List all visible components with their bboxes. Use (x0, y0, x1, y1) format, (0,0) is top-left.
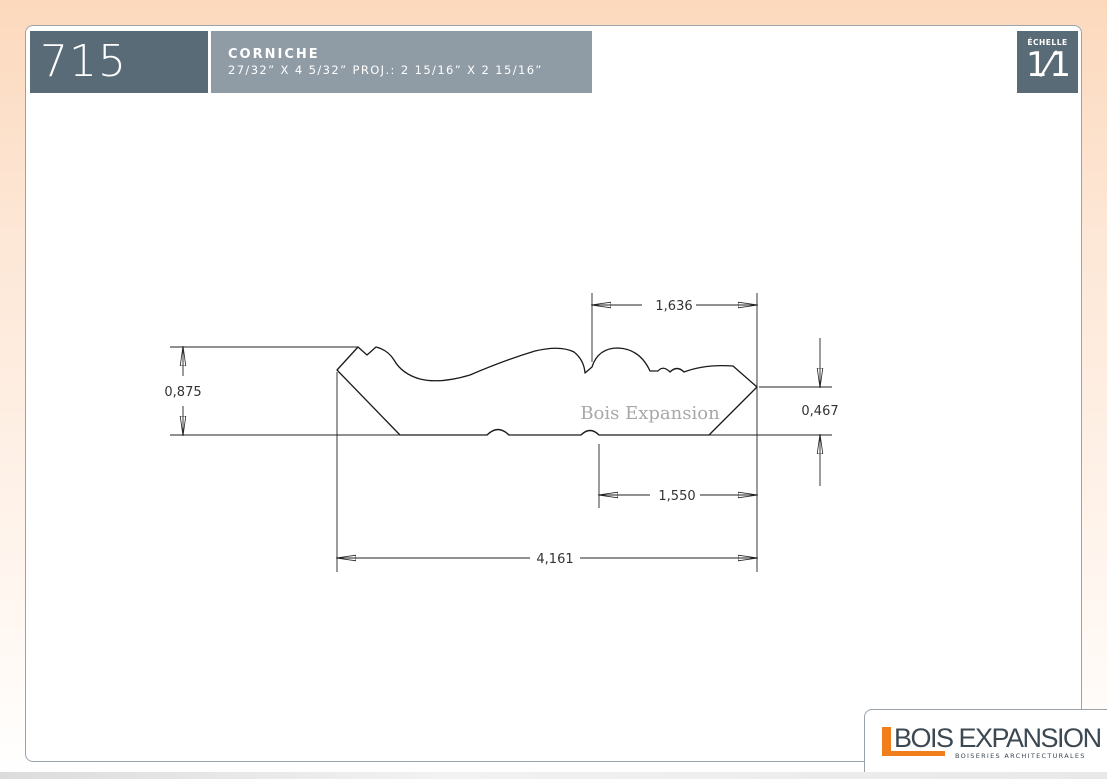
bottom-strip (0, 772, 1107, 779)
dim-bottom-width: 1,550 (658, 489, 695, 504)
logo-accent-underbar (882, 751, 945, 756)
scale-value: 1⁄1 (1026, 45, 1071, 85)
scale-label: ÉCHELLE (1027, 38, 1068, 47)
product-code: 715 (30, 31, 208, 93)
dim-right-height: 0,467 (801, 404, 838, 419)
logo-tab (864, 709, 1107, 779)
dim-left-height: 0,875 (164, 385, 201, 400)
title-block: CORNICHE 27/32” X 4 5/32” PROJ.: 2 15/16… (211, 31, 592, 93)
dim-overall-width: 4,161 (536, 552, 573, 567)
dimension-lines (183, 305, 820, 558)
dim-top-width: 1,636 (655, 299, 692, 314)
scale-box: ÉCHELLE 1⁄1 (1017, 31, 1078, 93)
moulding-profile (336, 346, 758, 436)
product-dimensions: 27/32” X 4 5/32” PROJ.: 2 15/16” X 2 15/… (228, 63, 543, 77)
logo-accent-bar (882, 727, 891, 754)
extension-lines (170, 293, 832, 572)
watermark: Bois Expansion (580, 403, 720, 424)
brand-logo: BOIS EXPANSION (894, 723, 1102, 753)
brand-tagline: BOISERIES ARCHITECTURALES (955, 752, 1086, 760)
product-name: CORNICHE (228, 47, 320, 62)
